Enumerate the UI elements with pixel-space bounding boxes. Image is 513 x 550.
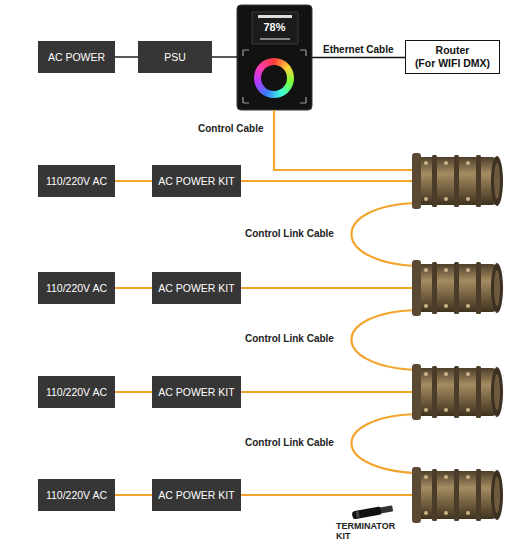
power-box: AC POWER <box>38 41 115 73</box>
connector-line <box>212 56 237 57</box>
node-text: 110/220V AC <box>46 489 107 501</box>
cable-label: Control Link Cable <box>243 228 336 239</box>
node-text: 110/220V AC <box>46 175 107 187</box>
power-cable <box>115 391 152 393</box>
node-text: 110/220V AC <box>46 386 107 398</box>
cable-label: Control Link Cable <box>243 437 336 448</box>
power-kit-box: AC POWER KIT <box>152 165 241 197</box>
ac-supply-box: 110/220V AC <box>38 165 115 197</box>
ac-supply-box: 110/220V AC <box>38 376 115 408</box>
part-label: TERMINATOR KIT <box>336 522 402 542</box>
node-text: AC POWER KIT <box>158 489 234 501</box>
node-text: AC POWER KIT <box>158 282 234 294</box>
power-kit-box: AC POWER KIT <box>152 376 241 408</box>
node-text: (For WIFI DMX) <box>415 57 490 70</box>
node-text: AC POWER KIT <box>158 386 234 398</box>
cable-label: Control Cable <box>196 123 266 134</box>
power-cable <box>115 494 152 496</box>
cable-label: Control Link Cable <box>243 333 336 344</box>
ac-supply-box: 110/220V AC <box>38 272 115 304</box>
ac-supply-box: 110/220V AC <box>38 479 115 511</box>
router-box: Router(For WIFI DMX) <box>405 40 500 74</box>
connector-line <box>115 56 138 57</box>
connector-line <box>312 57 405 58</box>
power-cable <box>115 287 152 289</box>
node-text: 78% <box>263 21 285 33</box>
power-kit-box: AC POWER KIT <box>152 479 241 511</box>
psu-box: PSU <box>138 41 212 73</box>
node-text: 110/220V AC <box>46 282 107 294</box>
node-text: AC POWER <box>48 51 105 63</box>
node-text: PSU <box>164 51 186 63</box>
color-wheel-center <box>261 65 287 91</box>
power-cable <box>115 180 152 182</box>
edge-label: Ethernet Cable <box>321 44 396 55</box>
controller-panel: 78% <box>237 5 312 110</box>
power-kit-box: AC POWER KIT <box>152 272 241 304</box>
node-text: AC POWER KIT <box>158 175 234 187</box>
node-text: Router <box>436 44 470 57</box>
